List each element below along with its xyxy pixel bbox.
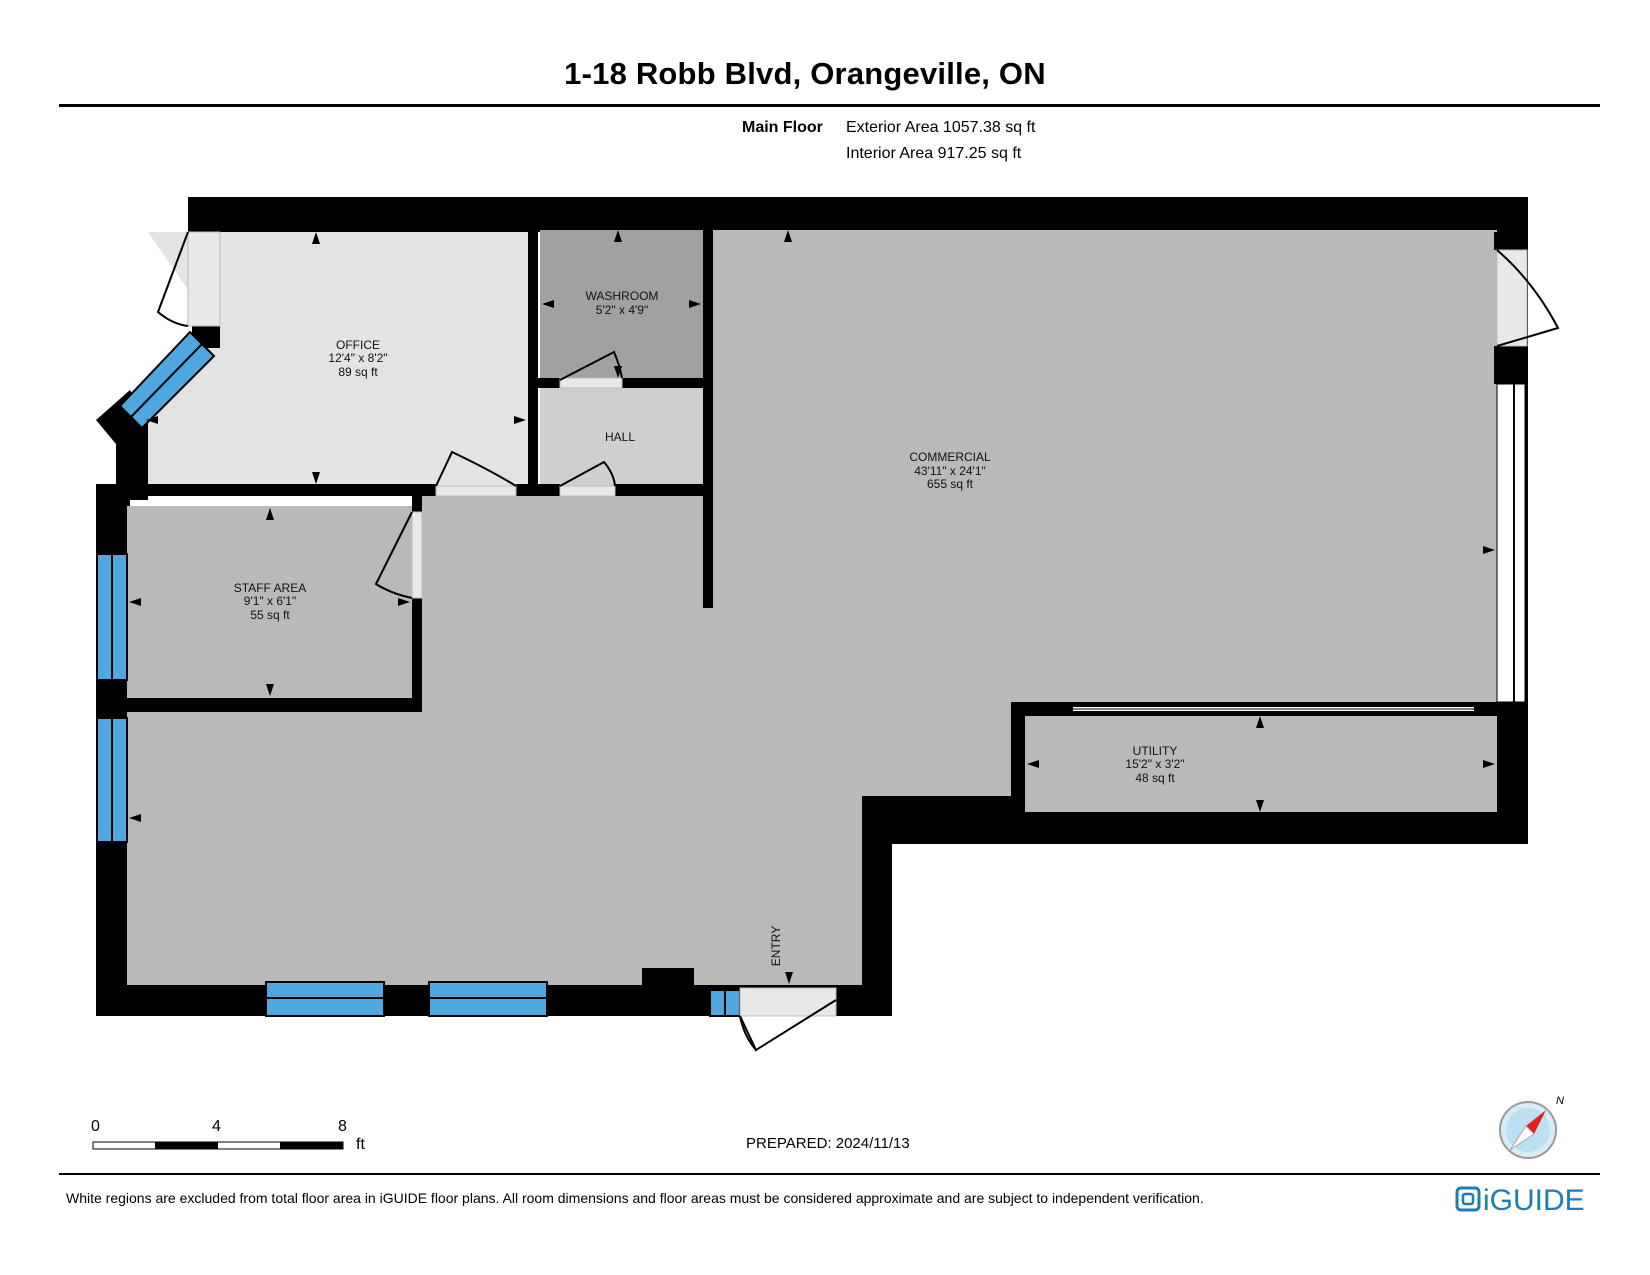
washroom-floor bbox=[540, 230, 703, 378]
office-dims: 12'4" x 8'2" bbox=[328, 351, 387, 365]
washroom-name: WASHROOM bbox=[586, 289, 659, 303]
plan-title: 1-18 Robb Blvd, Orangeville, ON bbox=[564, 56, 1046, 91]
office-area: 89 sq ft bbox=[338, 365, 378, 379]
disclaimer: White regions are excluded from total fl… bbox=[66, 1190, 1204, 1206]
windows bbox=[96, 330, 741, 1017]
interior-walls bbox=[130, 228, 1528, 986]
door-office bbox=[435, 450, 517, 487]
office-floor bbox=[148, 232, 528, 486]
commercial-dims: 43'11" x 24'1" bbox=[914, 464, 986, 478]
compass-north-label: N bbox=[1556, 1095, 1564, 1107]
utility-dims: 15'2" x 3'2" bbox=[1125, 757, 1184, 771]
compass-icon: N bbox=[1499, 1095, 1564, 1159]
door-office-west bbox=[156, 231, 189, 327]
washroom-dims: 5'2" x 4'9" bbox=[596, 303, 648, 317]
room-labels: OFFICE 12'4" x 8'2" 89 sq ft WASHROOM 5'… bbox=[234, 289, 1185, 966]
commercial-area: 655 sq ft bbox=[927, 477, 974, 491]
prepared-date: PREPARED: 2024/11/13 bbox=[746, 1135, 910, 1152]
hall-name: HALL bbox=[605, 430, 635, 444]
main-floor bbox=[127, 230, 1497, 985]
exterior-area: Exterior Area 1057.38 sq ft bbox=[846, 119, 1036, 136]
staff-area-area: 55 sq ft bbox=[250, 608, 290, 622]
commercial-name: COMMERCIAL bbox=[909, 450, 991, 464]
utility-floor bbox=[1025, 716, 1497, 814]
utility-name: UTILITY bbox=[1133, 744, 1178, 758]
interior-area: Interior Area 917.25 sq ft bbox=[846, 145, 1022, 162]
utility-area: 48 sq ft bbox=[1135, 771, 1175, 785]
staff-area-dims: 9'1" x 6'1" bbox=[244, 594, 296, 608]
scale-tick-0: 0 bbox=[91, 1118, 100, 1135]
brand-name: iGUIDE bbox=[1483, 1184, 1585, 1217]
door-washroom bbox=[559, 350, 623, 381]
door-swings bbox=[156, 231, 1560, 1052]
footer-rule bbox=[59, 1173, 1600, 1175]
door-thresholds bbox=[187, 231, 1528, 1017]
header-rule bbox=[59, 104, 1600, 107]
office-name: OFFICE bbox=[336, 338, 380, 352]
scale-unit: ft bbox=[356, 1136, 365, 1153]
staff-area-name: STAFF AREA bbox=[234, 581, 306, 595]
scale-tick-8: 8 bbox=[338, 1118, 347, 1135]
staff-area-floor bbox=[127, 506, 412, 698]
door-east bbox=[1496, 249, 1560, 347]
entry-label: ENTRY bbox=[769, 926, 783, 966]
floor-areas bbox=[127, 230, 1497, 985]
scale-tick-4: 4 bbox=[212, 1118, 221, 1135]
east-glazing bbox=[1496, 383, 1526, 703]
door-staff bbox=[374, 511, 413, 599]
hall-floor bbox=[540, 388, 703, 486]
dimension-arrows bbox=[129, 230, 1495, 984]
scale-bar bbox=[92, 1141, 344, 1150]
door-hall bbox=[559, 460, 616, 487]
floor-name: Main Floor bbox=[742, 119, 823, 136]
iguide-logo: iGUIDE bbox=[1455, 1180, 1589, 1220]
